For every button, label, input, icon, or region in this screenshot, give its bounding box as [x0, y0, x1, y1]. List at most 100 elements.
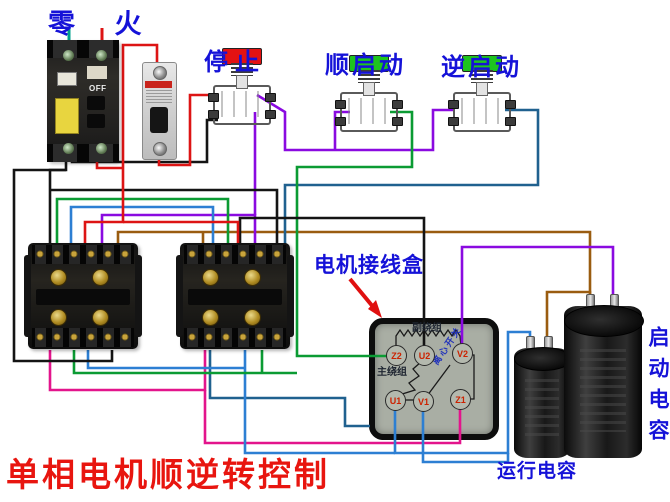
breaker-toggle [87, 96, 105, 110]
wire-blue [86, 350, 245, 370]
main-breaker: OFF [47, 40, 119, 162]
wire-green [295, 110, 414, 358]
contactor-forward [24, 243, 142, 349]
start-capacitor-markings [579, 348, 627, 433]
button-terminal [392, 117, 403, 126]
terminal-V1: V1 [413, 391, 434, 412]
button-spring [358, 70, 380, 83]
contactor-top-terminals [32, 245, 134, 264]
contactor-screw [202, 309, 219, 326]
terminal-Z2: Z2 [386, 345, 407, 366]
button-terminal [505, 117, 516, 126]
wire-green [55, 197, 230, 248]
contactor-screw [50, 269, 67, 286]
contactor-ear [176, 255, 183, 337]
breaker-off-text: OFF [89, 84, 107, 93]
contactor-body-band [36, 289, 130, 305]
button-terminal [448, 117, 459, 126]
breaker-terminal-screw [96, 143, 107, 154]
wire-ink [398, 361, 422, 396]
button-terminal [208, 93, 219, 102]
wire-purple [460, 245, 615, 346]
contactor-top-terminals [184, 245, 286, 264]
button-terminal [265, 110, 276, 119]
terminal-Z1: Z1 [450, 389, 471, 410]
page-title: 单相电机顺逆转控制 [6, 456, 330, 493]
button-post [236, 75, 248, 89]
sub-breaker [142, 62, 177, 160]
contactor-screw [202, 269, 219, 286]
wire-black [12, 152, 114, 363]
run-capacitor-markings [525, 378, 559, 440]
run-capacitor [514, 347, 572, 458]
button-terminal [208, 110, 219, 119]
breaker-terminal-screw [63, 50, 74, 61]
contactor-screw [244, 269, 261, 286]
contactor-bottom-terminals [184, 328, 286, 347]
reverse-start-pushbutton [448, 55, 516, 132]
wire-red [157, 93, 216, 167]
wire-magenta [203, 390, 462, 445]
contactor-screw [92, 309, 109, 326]
wire-navy [283, 108, 540, 248]
wire-purple [333, 110, 350, 150]
breaker-label-small [87, 66, 107, 79]
breaker-terminal-screw [153, 66, 167, 80]
start-capacitor-label: 启动电容 [646, 326, 669, 450]
contactor-ear [135, 255, 142, 337]
wire-black [50, 188, 279, 248]
contactor-bottom-terminals [32, 328, 134, 347]
run-capacitor-label: 运行电容 [497, 461, 578, 482]
terminal-U1: U1 [385, 390, 406, 411]
button-hardware [348, 98, 390, 124]
button-hardware [221, 91, 263, 117]
wire-blue [243, 350, 395, 455]
breaker-terminal-screw [153, 142, 167, 156]
wire-blue [69, 205, 215, 248]
breaker-label-yellow [55, 98, 79, 134]
reverse-start-label: 逆启动 [441, 54, 522, 81]
button-post [363, 82, 375, 96]
stop-pushbutton [208, 48, 276, 125]
terminal-V2: V2 [452, 343, 473, 364]
contactor-ear [287, 255, 294, 337]
wire-green [72, 350, 297, 375]
power-lines-label: 零 火 [48, 9, 158, 39]
wire-black [238, 216, 426, 350]
contactor-screw [50, 309, 67, 326]
wire-red [123, 220, 240, 248]
aux-winding-label: 副绕组 [412, 323, 442, 334]
terminal-U2: U2 [414, 345, 435, 366]
breaker-terminal-screw [96, 50, 107, 61]
contactor-ear [24, 255, 31, 337]
breaker-toggle [150, 107, 168, 133]
contactor-body-band [188, 289, 282, 305]
wire-brown [116, 230, 592, 308]
button-spring [231, 63, 253, 76]
forward-start-label: 顺启动 [325, 52, 406, 79]
breaker-spec-text [146, 90, 172, 104]
button-terminal [335, 100, 346, 109]
breaker-label-white [57, 72, 77, 86]
button-terminal [448, 100, 459, 109]
button-terminal [265, 93, 276, 102]
junction-box-arrow [348, 277, 382, 318]
button-post [476, 82, 488, 96]
contactor-reverse [176, 243, 294, 349]
breaker-bottom-terminal-strip [47, 144, 119, 162]
wire-navy [208, 350, 370, 428]
button-hardware [461, 98, 503, 124]
button-terminal [392, 100, 403, 109]
start-capacitor [564, 305, 644, 458]
wire-red [83, 43, 159, 248]
button-spring [471, 70, 493, 83]
contactor-screw [244, 309, 261, 326]
forward-start-pushbutton [335, 55, 403, 132]
wire-purple [100, 213, 257, 248]
wire-blue [421, 406, 510, 464]
wire-ink [395, 328, 462, 348]
button-terminal [335, 117, 346, 126]
main-winding-label: 主绕组 [377, 367, 407, 378]
